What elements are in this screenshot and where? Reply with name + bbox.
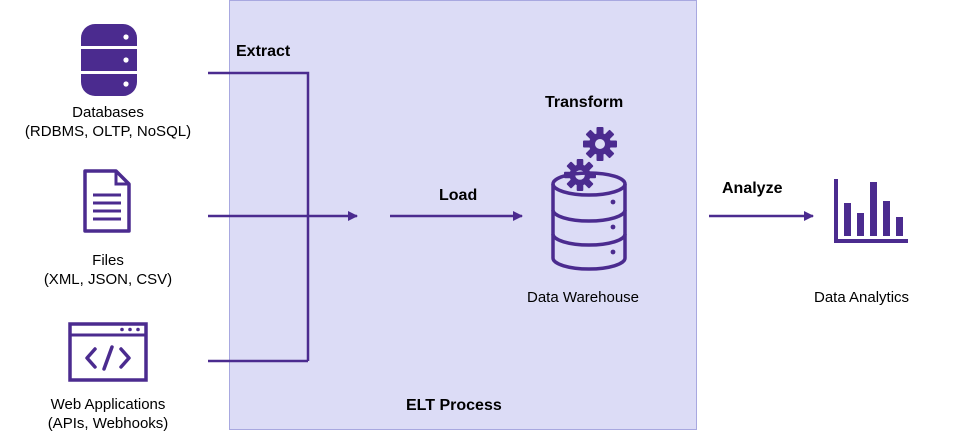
transform-label: Transform — [545, 94, 624, 111]
elt-process-label: ELT Process — [406, 397, 502, 414]
gear-icon — [583, 127, 617, 161]
database-icon — [81, 24, 137, 96]
data-warehouse-label: Data Warehouse — [527, 289, 640, 306]
code-window-icon — [68, 322, 148, 382]
data-warehouse-icon — [551, 171, 627, 271]
source-files-label: Files (XML, JSON, CSV) — [43, 252, 173, 288]
analyze-label: Analyze — [722, 180, 783, 197]
extract-label: Extract — [236, 43, 291, 60]
bar-chart-icon — [834, 179, 908, 243]
data-analytics-label: Data Analytics — [814, 289, 910, 306]
file-icon — [83, 169, 131, 233]
extract-line-databases — [208, 71, 310, 361]
source-databases-label: Databases (RDBMS, OLTP, NoSQL) — [24, 104, 192, 140]
source-webapps-label: Web Applications (APIs, Webhooks) — [47, 396, 169, 432]
load-label: Load — [439, 187, 478, 204]
